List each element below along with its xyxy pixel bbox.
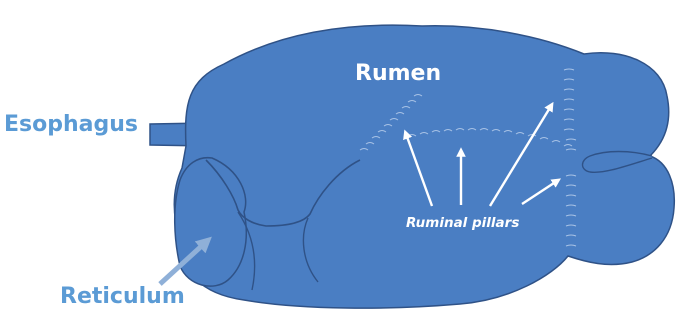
ruminal-pillars-label: Ruminal pillars [406, 217, 519, 231]
reticulum-label: Reticulum [60, 286, 185, 308]
rumen-label: Rumen [355, 63, 441, 85]
reticulum-lobe [175, 158, 247, 286]
esophagus-label: Esophagus [4, 114, 138, 136]
